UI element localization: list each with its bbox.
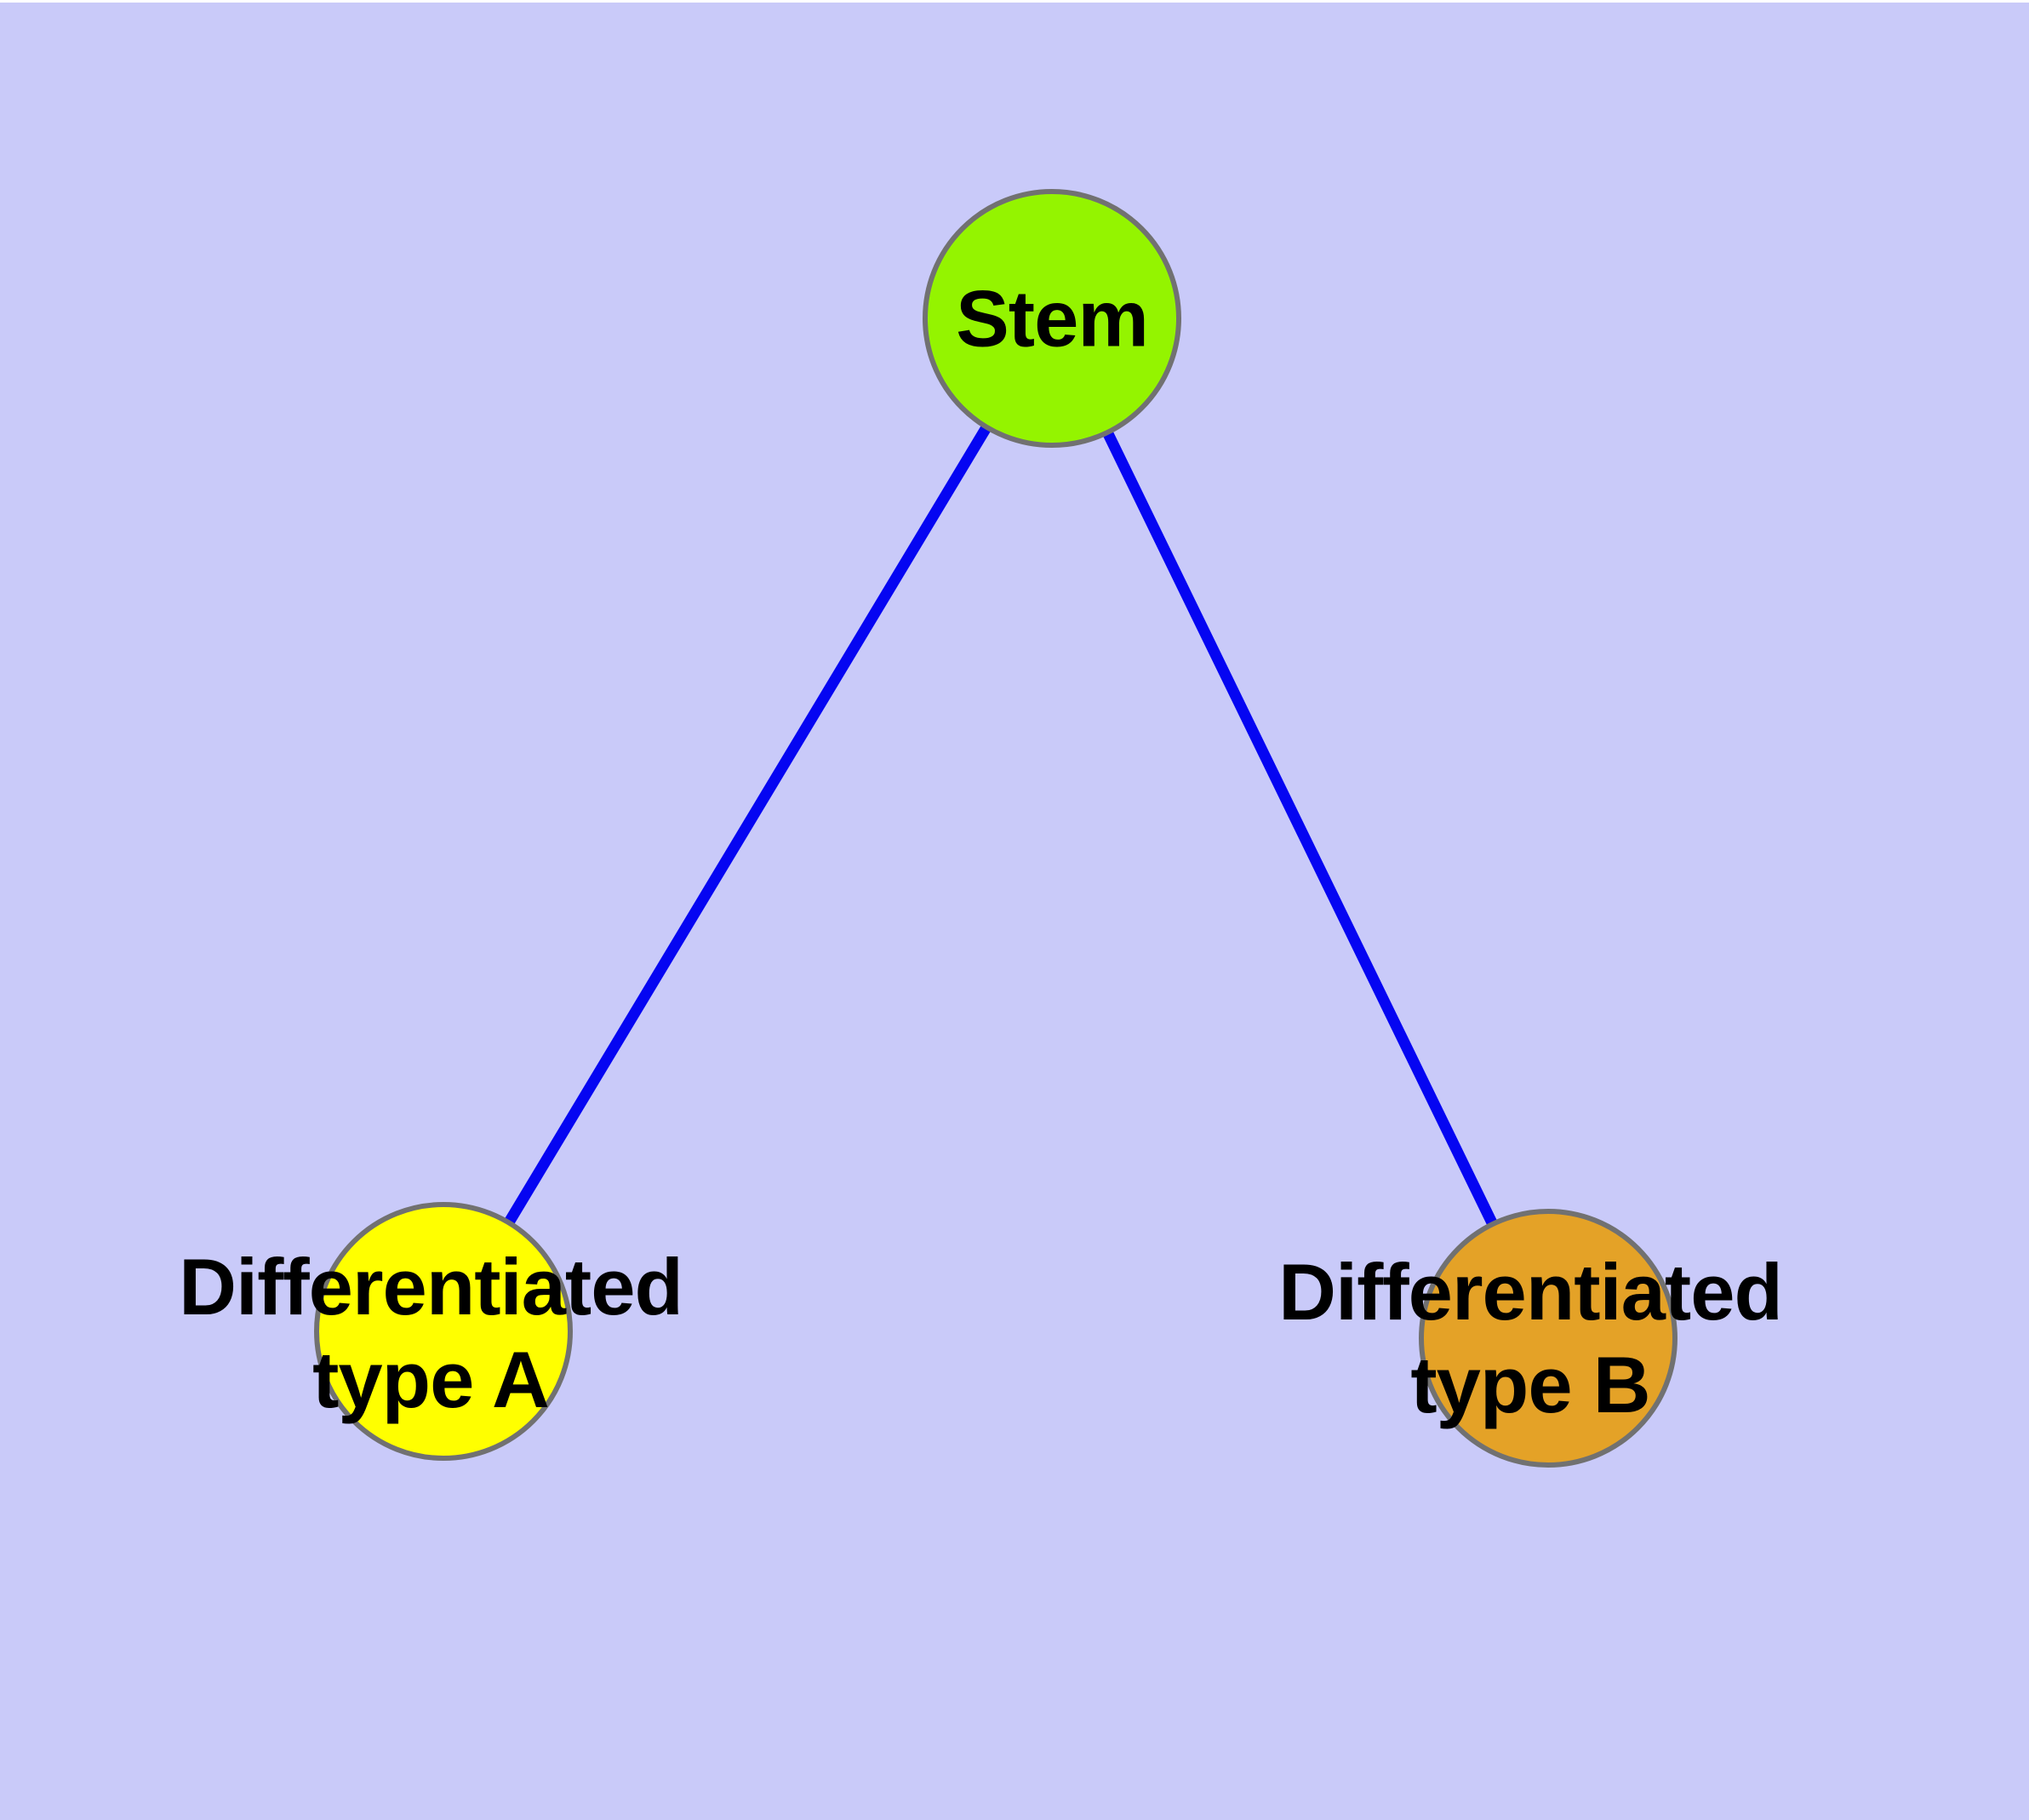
- node-type-b: [1421, 1211, 1675, 1465]
- label-line: type A: [312, 1335, 550, 1424]
- node-stem-border: [923, 189, 1181, 448]
- node-stem-label: Stem: [956, 272, 1149, 365]
- node-type-b-label: Differentiated type B: [1278, 1245, 1783, 1431]
- label-line: Differentiated: [179, 1242, 683, 1331]
- node-type-b-border: [1419, 1209, 1677, 1468]
- diagram-background: Stem Differentiated type A Differentiate…: [0, 3, 2029, 1820]
- edge-stem-to-type-a: [438, 315, 1057, 1335]
- edge-stem-to-type-b: [1047, 316, 1553, 1341]
- label-line: Stem: [956, 273, 1149, 363]
- label-line: type B: [1410, 1340, 1650, 1429]
- node-stem: [925, 192, 1179, 445]
- top-margin: [0, 0, 2029, 3]
- label-line: Differentiated: [1278, 1247, 1783, 1336]
- node-type-a-label: Differentiated type A: [179, 1240, 683, 1426]
- graph-svg: [0, 3, 2029, 1820]
- node-type-a-border: [314, 1202, 573, 1461]
- node-type-a: [317, 1205, 570, 1458]
